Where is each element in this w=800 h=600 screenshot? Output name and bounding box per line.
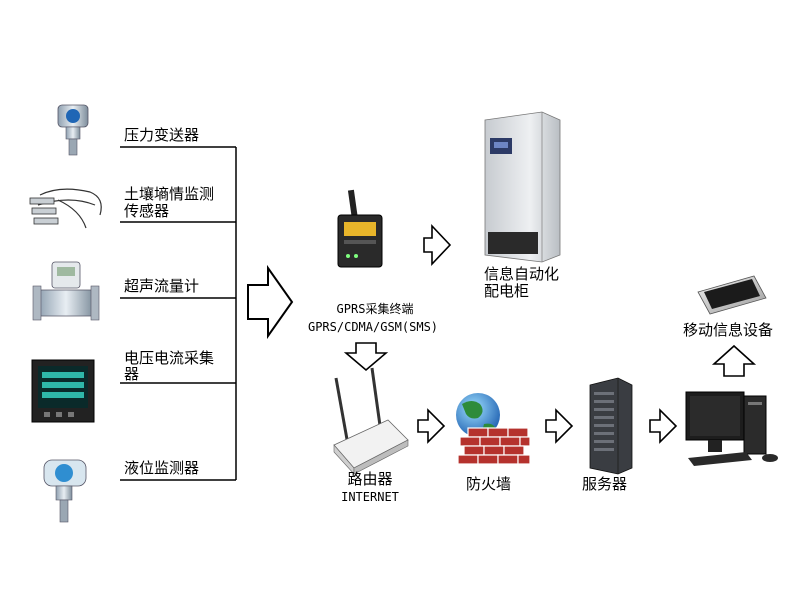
router-label-line2: INTERNET bbox=[341, 490, 399, 504]
cabinet-label-line2: 配电柜 bbox=[484, 282, 530, 300]
server-to-computer-arrow bbox=[649, 408, 678, 444]
sensor-label-power-line1: 电压电流采集 bbox=[124, 349, 215, 367]
server-icon bbox=[589, 377, 633, 475]
sensor-label-flowmeter: 超声流量计 bbox=[124, 277, 200, 295]
cabinet-icon bbox=[484, 111, 561, 263]
sensor-bracket bbox=[120, 146, 237, 481]
firewall-to-server-arrow bbox=[545, 408, 574, 444]
mobile-label: 移动信息设备 bbox=[683, 321, 774, 339]
firewall-label: 防火墙 bbox=[466, 475, 512, 493]
computer-to-mobile-arrow bbox=[711, 344, 757, 377]
soil-moisture-sensor-icon bbox=[29, 188, 102, 229]
server-label: 服务器 bbox=[582, 475, 628, 493]
router-label-line1: 路由器 bbox=[347, 470, 393, 488]
sensors-to-terminal-arrow bbox=[247, 264, 294, 340]
power-meter-icon bbox=[31, 359, 95, 423]
terminal-to-cabinet-arrow bbox=[423, 223, 452, 267]
sensor-label-soil-line1: 土壤墒情监测 bbox=[124, 185, 215, 203]
smartphone-icon bbox=[697, 275, 767, 315]
computer-icon bbox=[685, 391, 778, 466]
level-sensor-icon bbox=[43, 459, 87, 523]
terminal-label-line1: GPRS采集终端 bbox=[336, 302, 414, 316]
terminal-to-router-arrow bbox=[343, 342, 389, 372]
terminal-label-line2: GPRS/CDMA/GSM(SMS) bbox=[307, 320, 439, 334]
sensor-label-power-line2: 器 bbox=[124, 365, 140, 383]
pressure-transmitter-icon bbox=[57, 104, 89, 156]
cabinet-label-line1: 信息自动化 bbox=[484, 265, 560, 283]
sensor-label-pressure: 压力变送器 bbox=[124, 126, 200, 144]
ultrasonic-flowmeter-icon bbox=[32, 261, 100, 321]
gprs-terminal-icon bbox=[337, 189, 383, 268]
firewall-icon bbox=[456, 393, 531, 465]
sensor-label-level: 液位监测器 bbox=[124, 459, 200, 477]
router-to-firewall-arrow bbox=[417, 408, 446, 444]
router-icon bbox=[333, 367, 409, 475]
sensor-label-soil-line2: 传感器 bbox=[124, 202, 170, 220]
